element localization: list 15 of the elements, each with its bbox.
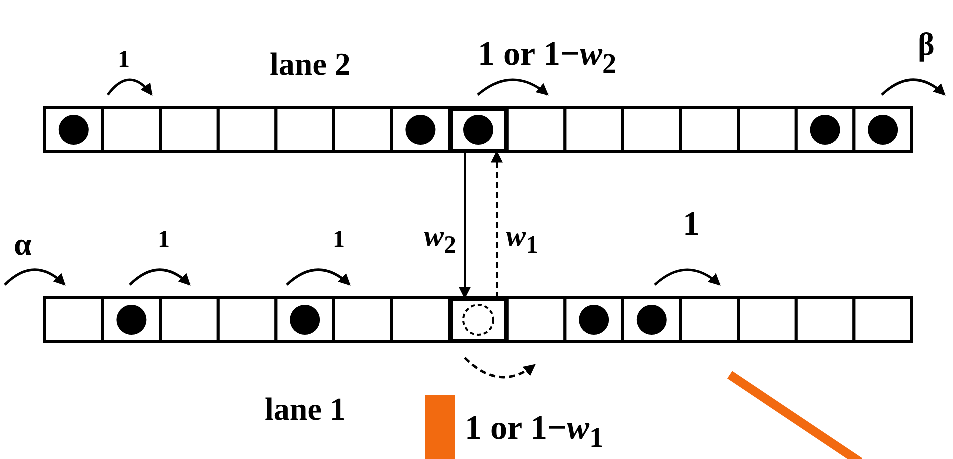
rate-label: 1 <box>683 208 700 242</box>
lane-label: lane 1 <box>265 393 346 425</box>
arrow <box>459 152 471 300</box>
rate-label: 1 or 1−w$_{2}$ <box>478 38 617 80</box>
edge-label: w$_{1}$ <box>506 222 539 258</box>
rate-label: 1 <box>118 48 130 72</box>
rate-label: 1 <box>333 228 345 252</box>
rate-label: β <box>918 28 935 60</box>
rate-label: 1 or 1−w$_{1}$ <box>465 412 604 454</box>
occupied-site <box>450 108 508 152</box>
lane-label: lane 2 <box>270 48 351 80</box>
rate-label: 1 <box>158 228 170 252</box>
arrow <box>491 150 503 298</box>
edge-label: w$_{2}$ <box>424 222 457 258</box>
rate-label: α <box>14 228 32 260</box>
